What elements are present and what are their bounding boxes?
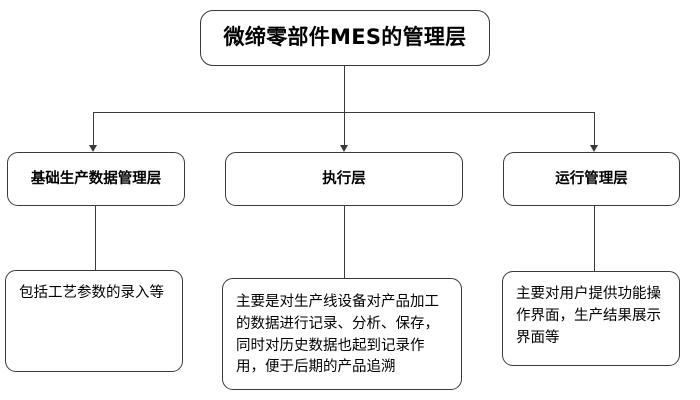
connector-branch-right [593,112,595,145]
node-layer-basic-production-data-label: 基础生产数据管理层 [30,170,162,187]
connector-layer-to-desc-right [593,205,595,272]
arrowhead-right [590,145,598,152]
arrowhead-middle [340,145,348,152]
node-desc-basic-production-data[interactable]: 包括工艺参数的录入等 [5,270,183,372]
node-layer-operation-management[interactable]: 运行管理层 [503,152,680,206]
node-layer-execution[interactable]: 执行层 [225,152,463,206]
node-desc-operation-management[interactable]: 主要对用户提供功能操作界面，生产结果展示界面等 [502,271,680,366]
connector-layer-to-desc-middle [343,205,345,279]
node-desc-basic-production-data-label: 包括工艺参数的录入等 [19,285,164,301]
node-layer-execution-label: 执行层 [322,170,366,187]
node-desc-execution[interactable]: 主要是对生产线设备对产品加工的数据进行记录、分析、保存，同时对历史数据也起到记录… [222,278,462,390]
arrowhead-left [89,145,97,152]
node-title[interactable]: 微缔零部件MES的管理层 [200,10,490,66]
connector-branch-left [92,112,94,145]
node-layer-basic-production-data[interactable]: 基础生产数据管理层 [7,152,185,206]
connector-layer-to-desc-left [94,205,96,271]
node-desc-execution-label: 主要是对生产线设备对产品加工的数据进行记录、分析、保存，同时对历史数据也起到记录… [236,294,439,376]
node-title-label: 微缔零部件MES的管理层 [223,25,467,50]
node-layer-operation-management-label: 运行管理层 [555,170,628,187]
node-desc-operation-management-label: 主要对用户提供功能操作界面，生产结果展示界面等 [516,286,661,346]
connector-title-stem [343,66,345,112]
connector-branch-middle [343,112,345,145]
